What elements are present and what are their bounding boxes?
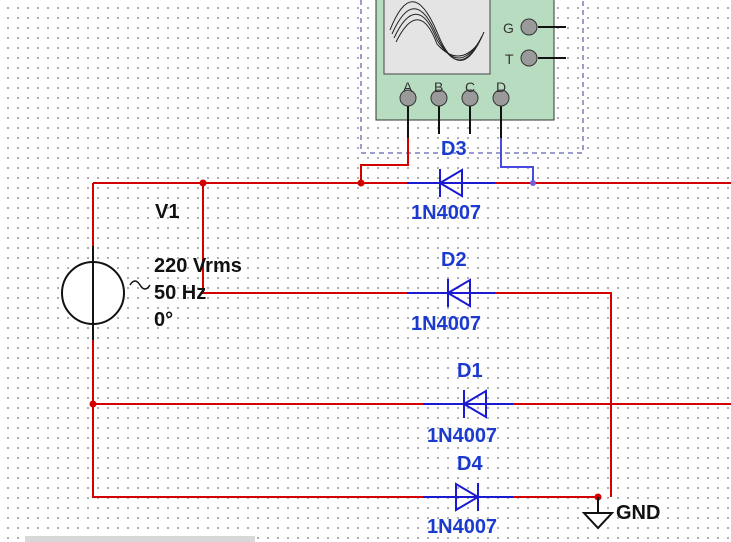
channel-d-label: D bbox=[496, 79, 506, 95]
source-voltage: 220 Vrms bbox=[154, 255, 242, 277]
wire-left-lower[interactable] bbox=[92, 340, 423, 498]
diode-d3-model: 1N4007 bbox=[411, 202, 481, 224]
junction-dot bbox=[89, 400, 97, 408]
oscilloscope-selection-box bbox=[360, 0, 584, 154]
ground-icon bbox=[581, 512, 615, 530]
diode-d1[interactable]: D1 1N4007 bbox=[423, 360, 513, 447]
diode-d2-triangle bbox=[446, 278, 471, 308]
channel-b-terminal[interactable] bbox=[430, 89, 448, 107]
terminal-t[interactable] bbox=[520, 49, 538, 67]
junction-dot bbox=[357, 179, 365, 187]
ground-label: GND bbox=[616, 502, 660, 524]
diode-d4-model: 1N4007 bbox=[427, 516, 497, 538]
terminal-g[interactable] bbox=[520, 18, 538, 36]
source-phase: 0° bbox=[154, 309, 173, 331]
diode-d2-model: 1N4007 bbox=[411, 313, 481, 335]
diode-d4[interactable]: D4 1N4007 bbox=[423, 453, 513, 538]
diode-d3-triangle bbox=[438, 168, 463, 198]
wire-probe-d[interactable] bbox=[500, 138, 534, 183]
diode-d1-triangle bbox=[462, 389, 487, 419]
ac-sine-icon bbox=[129, 280, 151, 290]
horizontal-scrollbar[interactable] bbox=[25, 536, 255, 542]
junction-dot bbox=[530, 180, 536, 186]
diode-d1-model: 1N4007 bbox=[427, 425, 497, 447]
diode-d2[interactable]: D2 1N4007 bbox=[407, 249, 495, 335]
channel-a-terminal[interactable] bbox=[399, 89, 417, 107]
wire-probe-a[interactable] bbox=[360, 138, 409, 183]
diode-d2-ref: D2 bbox=[441, 249, 467, 271]
source-name: V1 bbox=[155, 201, 179, 223]
channel-c-terminal[interactable] bbox=[461, 89, 479, 107]
terminal-t-label: T bbox=[505, 51, 514, 67]
oscilloscope[interactable]: G T A B C D bbox=[360, 0, 584, 154]
terminal-g-label: G bbox=[503, 20, 514, 36]
diode-d4-ref: D4 bbox=[457, 453, 483, 475]
junctions bbox=[89, 179, 602, 501]
source-frequency: 50 Hz bbox=[154, 282, 206, 304]
wire-d2-feed[interactable] bbox=[202, 183, 407, 294]
channel-a-label: A bbox=[403, 79, 413, 95]
junction-dot bbox=[199, 179, 207, 187]
diode-d4-triangle bbox=[455, 482, 480, 512]
channel-b-label: B bbox=[434, 79, 443, 95]
wire-d2-return[interactable] bbox=[495, 292, 612, 497]
channel-d-terminal[interactable] bbox=[492, 89, 510, 107]
voltage-source-v1[interactable]: V1 220 Vrms 50 Hz 0° bbox=[61, 201, 242, 340]
diode-d3-ref: D3 bbox=[441, 138, 467, 160]
diode-d3[interactable]: D3 1N4007 bbox=[407, 138, 495, 224]
channel-c-label: C bbox=[465, 79, 475, 95]
ground-symbol[interactable]: GND bbox=[581, 497, 660, 530]
diode-d1-ref: D1 bbox=[457, 360, 483, 382]
oscilloscope-waveform-icon bbox=[389, 1, 485, 61]
